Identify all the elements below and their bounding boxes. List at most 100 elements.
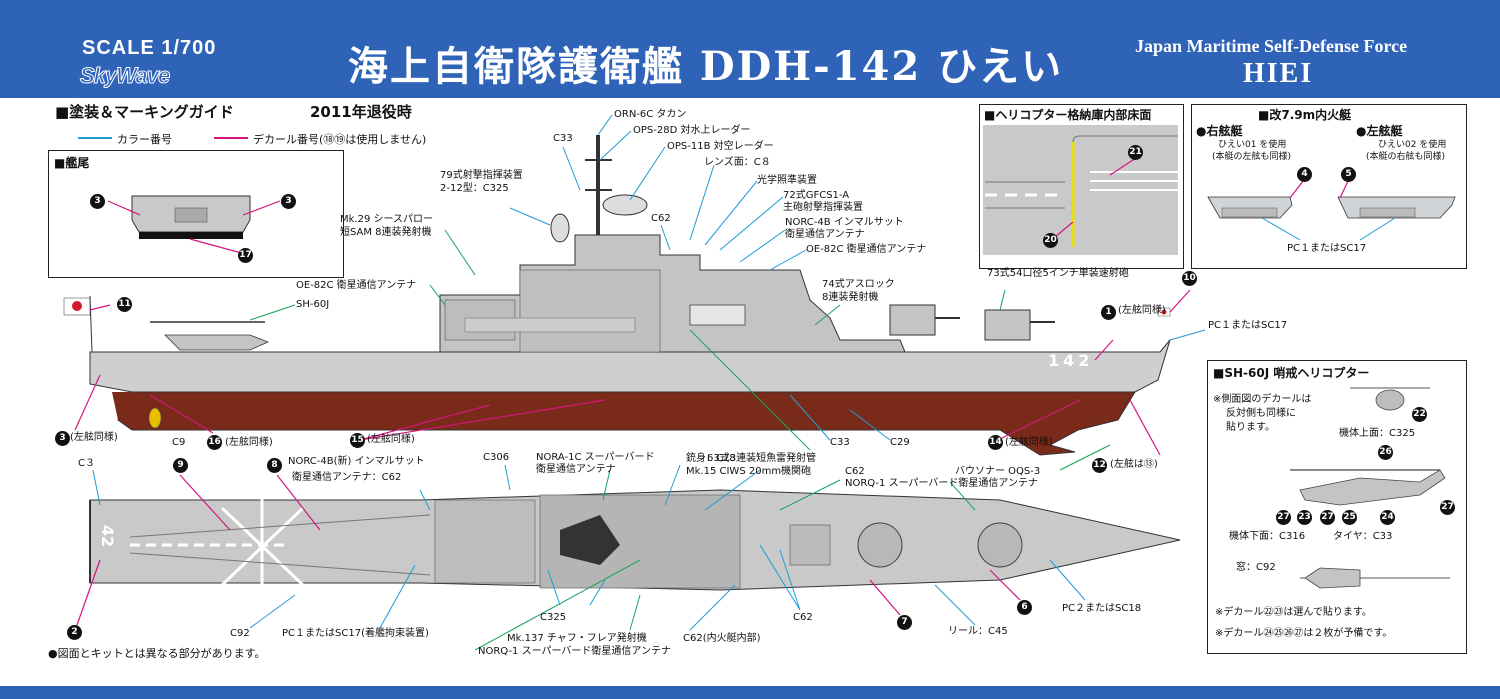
ship-top-view bbox=[89, 489, 1181, 595]
label-ops11b: OPS-11B 対空レーダー bbox=[667, 141, 774, 152]
label-ops28d: OPS-28D 対水上レーダー bbox=[633, 125, 751, 136]
label-reel: リール：C45 bbox=[948, 626, 1008, 637]
label-c62-deck: C62 bbox=[793, 612, 813, 623]
label-c33-hull: C33 bbox=[830, 437, 850, 448]
decal-number: 3 bbox=[55, 431, 70, 446]
label-ciws: Mk.15 CIWS 20mm機関砲 bbox=[686, 466, 812, 477]
boat-box-title: ■改7.9m内火艇 bbox=[1258, 108, 1352, 122]
subtitle-en: Japan Maritime Self-Defense Force bbox=[1135, 36, 1408, 56]
decal-number: 2 bbox=[67, 625, 82, 640]
label-gun: 73式54口径5インチ単装速射砲 bbox=[987, 268, 1129, 279]
label-c62-mast: C62 bbox=[651, 213, 671, 224]
legend-color-line bbox=[78, 137, 112, 139]
ship-side-view bbox=[63, 135, 1171, 456]
label-barrel: 銃身：C28 bbox=[686, 453, 736, 464]
label-fcs79-2: 2-12型：C325 bbox=[440, 183, 509, 194]
label-orn6c: ORN-6C タカン bbox=[614, 109, 687, 120]
heli-note3: 貼ります。 bbox=[1226, 422, 1275, 433]
label-same14: (左舷同様) bbox=[1005, 437, 1053, 448]
decal-number: 24 bbox=[1380, 510, 1395, 525]
decal-number: 4 bbox=[1297, 167, 1312, 182]
label-same3: (左舷同様) bbox=[70, 432, 118, 443]
guide-period: 2011年退役時 bbox=[310, 103, 412, 121]
heli-note1: ※側面図のデカールは bbox=[1213, 394, 1312, 405]
heli-window-color: 窓：C92 bbox=[1236, 562, 1276, 573]
label-sparrow-2: 短SAM 8連装発射機 bbox=[340, 227, 432, 238]
boat-box bbox=[1191, 104, 1467, 269]
decal-number: 26 bbox=[1378, 445, 1393, 460]
label-pc1-bow: PC１またはSC17 bbox=[1208, 320, 1288, 331]
label-sonar: バウソナー OQS-3 bbox=[955, 466, 1041, 477]
decal-number: 21 bbox=[1128, 145, 1143, 160]
decal-number: 6 bbox=[1017, 600, 1032, 615]
heli-drawings bbox=[1290, 387, 1450, 589]
label-lens: レンズ面：C８ bbox=[704, 157, 771, 168]
label-norc4b-2: 衛星通信アンテナ bbox=[785, 229, 865, 240]
starboard-boat-use: ひえい01 を使用 bbox=[1218, 140, 1287, 150]
label-gfcs2: 主砲射撃指揮装置 bbox=[783, 202, 863, 213]
label-sh60j: SH-60J bbox=[296, 299, 330, 310]
decal-number: 12 bbox=[1092, 458, 1107, 473]
label-sparrow-1: Mk.29 シースパロー bbox=[340, 214, 434, 225]
label-nora1c-2: 衛星通信アンテナ bbox=[536, 464, 616, 475]
label-c9: C9 bbox=[172, 437, 186, 448]
deck-number: 42 bbox=[98, 524, 118, 548]
decal-number: 5 bbox=[1341, 167, 1356, 182]
port-boat-use: ひえい02 を使用 bbox=[1378, 140, 1447, 150]
heli-bottom-color: 機体下面：C316 bbox=[1229, 531, 1306, 542]
label-same15: (左舷同様) bbox=[367, 434, 415, 445]
label-port13: (左舷は⑬) bbox=[1110, 459, 1158, 470]
heli-box-title: ■SH-60J 哨戒ヘリコプター bbox=[1213, 366, 1370, 380]
footer-band bbox=[0, 686, 1500, 699]
header-band bbox=[0, 0, 1500, 98]
label-oe82c-right: OE-82C 衛星通信アンテナ bbox=[806, 244, 927, 255]
leader-lines bbox=[74, 114, 1206, 651]
label-norc4b-1: NORC-4B インマルサット bbox=[785, 217, 904, 228]
label-c62-top: C62 bbox=[845, 466, 865, 477]
legend-decal-text: デカール番号(⑱⑲は使用しません) bbox=[253, 133, 427, 146]
boat-color: PC１またはSC17 bbox=[1287, 243, 1367, 254]
port-boat-title: ●左舷艇 bbox=[1356, 124, 1403, 138]
label-c29: C29 bbox=[890, 437, 910, 448]
hangar-box-title: ■ヘリコプター格納庫内部床面 bbox=[984, 108, 1152, 122]
legend-decal-line bbox=[214, 137, 248, 139]
decal-number: 25 bbox=[1342, 510, 1357, 525]
decal-number: 3 bbox=[281, 194, 296, 209]
ship-name-en: HIEI bbox=[1243, 58, 1314, 89]
decal-number: 22 bbox=[1412, 407, 1427, 422]
starboard-boat-title: ●右舷艇 bbox=[1196, 124, 1243, 138]
label-nora1c-1: NORA-1C スーパーバード bbox=[536, 452, 655, 463]
label-c33-mast: C33 bbox=[553, 133, 573, 144]
label-c325: C325 bbox=[540, 612, 567, 623]
label-c3: C３ bbox=[78, 458, 95, 469]
label-fcs79-1: 79式射撃指揮装置 bbox=[440, 170, 523, 181]
label-oe82c-left: OE-82C 衛星通信アンテナ bbox=[296, 280, 417, 291]
label-same16: (左舷同様) bbox=[225, 437, 273, 448]
label-c62-boat: C62(内火艇内部) bbox=[683, 633, 761, 644]
decal-number: 23 bbox=[1297, 510, 1312, 525]
label-bow-same: (左舷同様) bbox=[1118, 305, 1166, 316]
stern-view-drawing bbox=[107, 195, 281, 255]
port-boat-note: (本艇の右舷も同様) bbox=[1366, 152, 1446, 162]
hangar-floor-drawing bbox=[983, 125, 1178, 255]
label-c306: C306 bbox=[483, 452, 510, 463]
heli-top-color: 機体上面：C325 bbox=[1339, 428, 1416, 439]
stern-box-title: ■艦尾 bbox=[54, 156, 90, 170]
label-asroc-1: 74式アスロック bbox=[822, 279, 895, 290]
label-gfcs1: 72式GFCS1-A bbox=[783, 190, 850, 201]
decal-number: 10 bbox=[1182, 271, 1197, 286]
decal-number: 11 bbox=[117, 297, 132, 312]
decal-number: 27 bbox=[1440, 500, 1455, 515]
label-pc1-deck: PC１またはSC17(着艦拘束装置) bbox=[282, 628, 429, 639]
decal-number: 20 bbox=[1043, 233, 1058, 248]
decal-number: 16 bbox=[207, 435, 222, 450]
footnote: ●図面とキットとは異なる部分があります。 bbox=[48, 647, 266, 660]
heli-note2: 反対側も同様に bbox=[1226, 408, 1296, 419]
decal-number: 15 bbox=[350, 433, 365, 448]
label-pc2: PC２またはSC18 bbox=[1062, 603, 1142, 614]
decal-number: 1 bbox=[1101, 305, 1116, 320]
guide-title: ■塗装＆マーキングガイド bbox=[55, 103, 234, 121]
page-title: 海上自衛隊護衛艦 DDH-142 ひえい bbox=[348, 43, 1064, 90]
legend-color-text: カラー番号 bbox=[117, 133, 172, 146]
